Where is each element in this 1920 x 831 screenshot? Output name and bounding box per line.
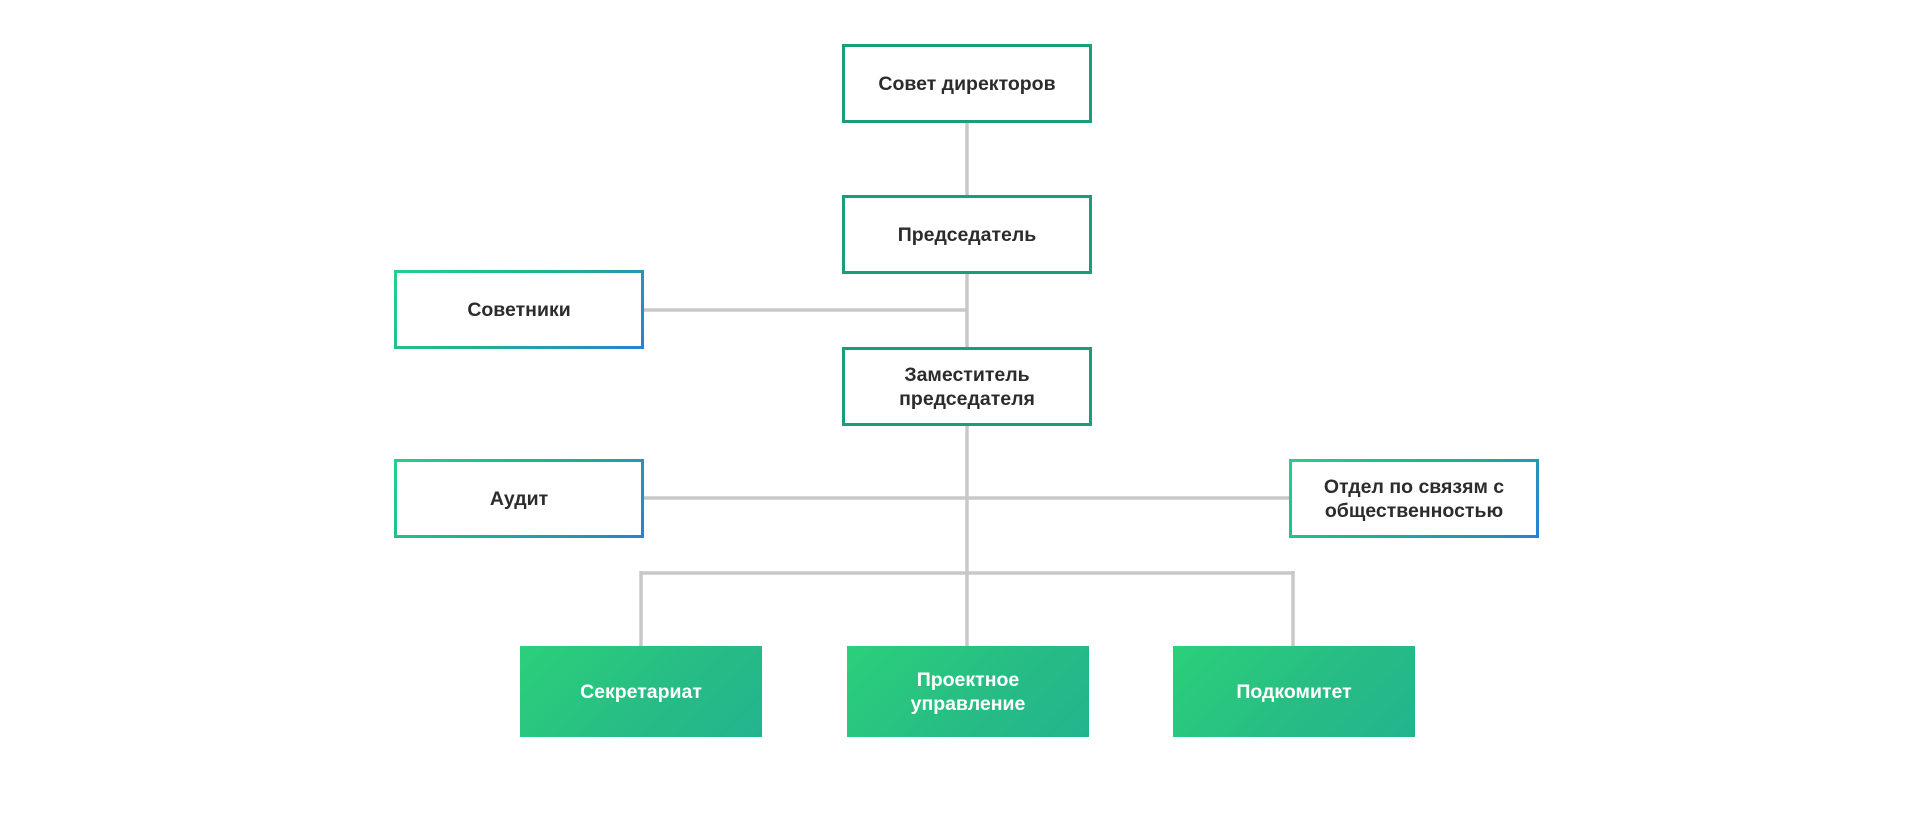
node-subcommittee: Подкомитет xyxy=(1173,646,1415,737)
node-audit: Аудит xyxy=(394,459,644,538)
node-deputy-chairman: Заместитель председателя xyxy=(842,347,1092,426)
node-board-of-directors: Совет директоров xyxy=(842,44,1092,123)
node-chairman: Председатель xyxy=(842,195,1092,274)
node-advisors: Советники xyxy=(394,270,644,349)
node-secretariat: Секретариат xyxy=(520,646,762,737)
node-public-relations: Отдел по связям с общественностью xyxy=(1289,459,1539,538)
node-project-management: Проектное управление xyxy=(847,646,1089,737)
